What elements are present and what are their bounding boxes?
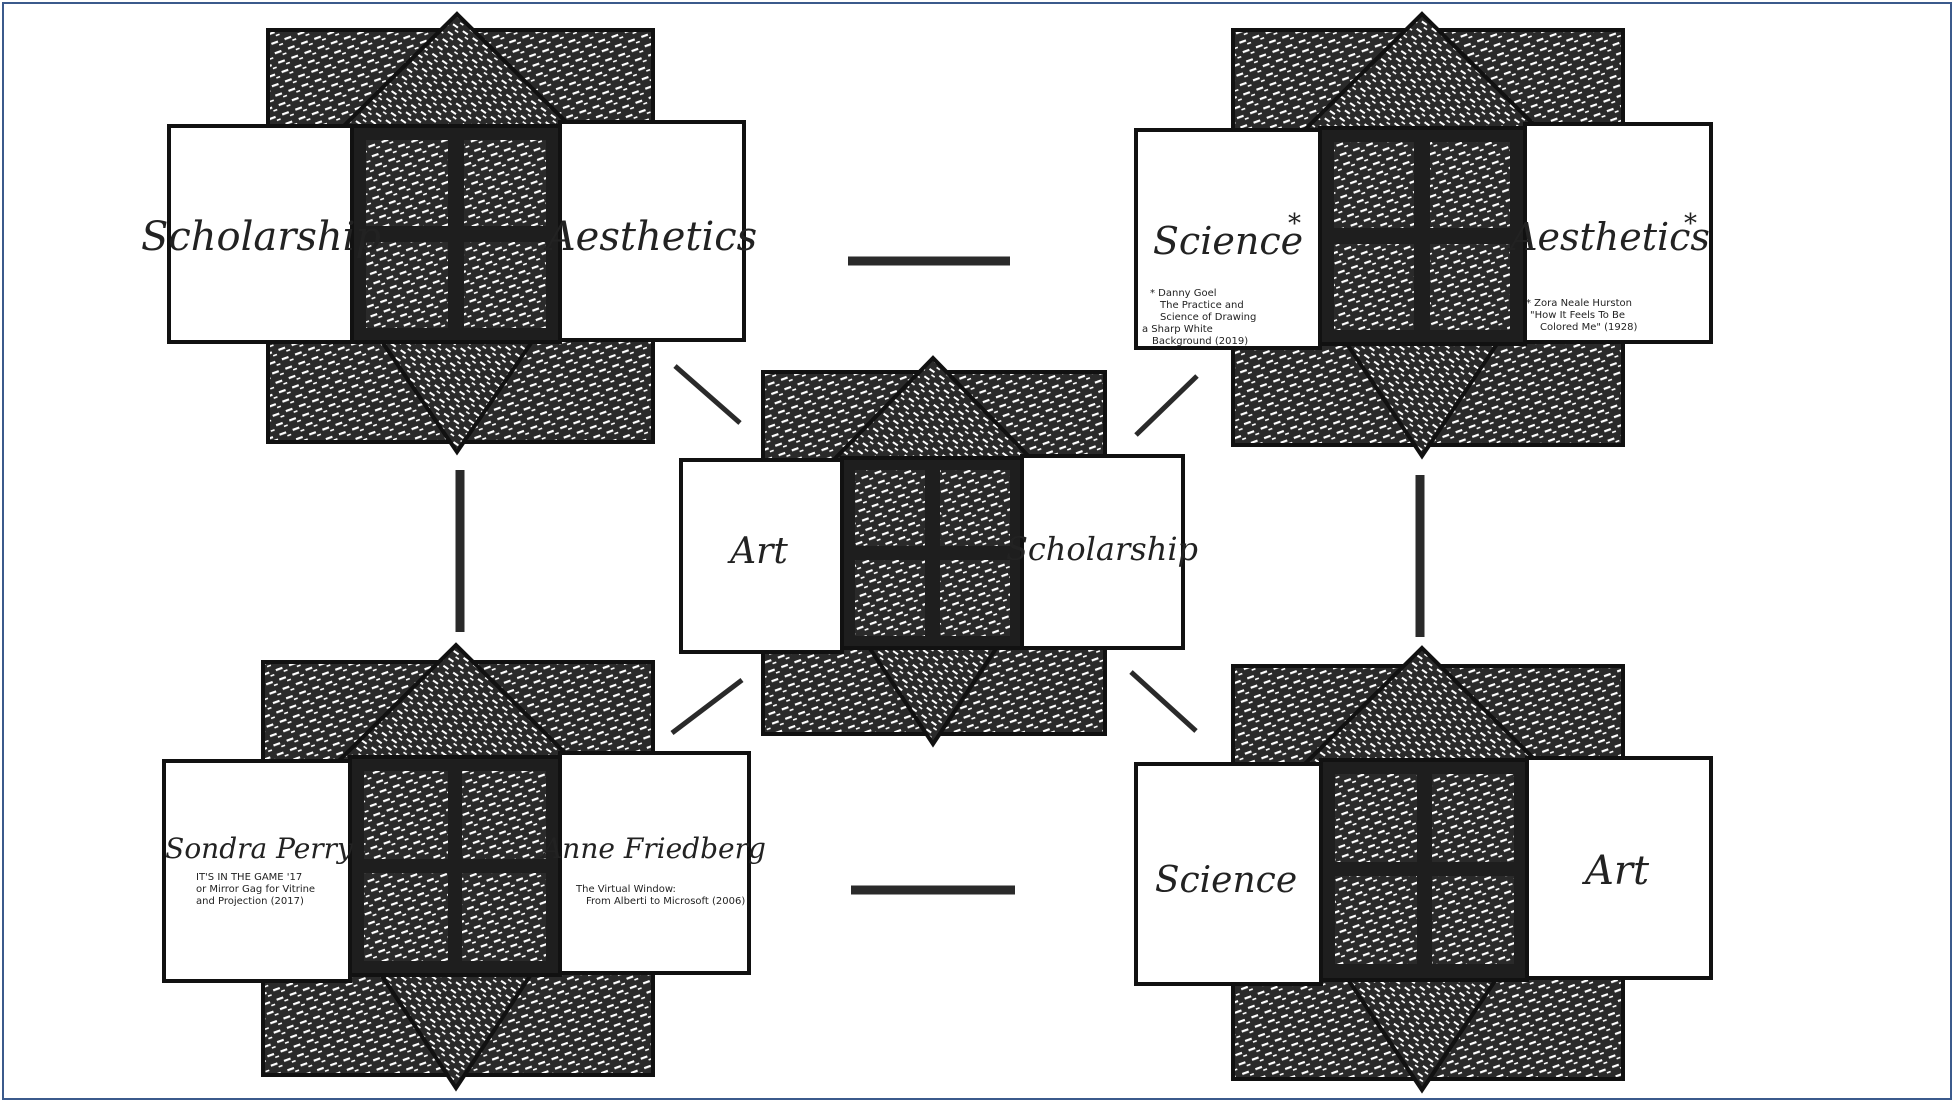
shutter-left	[1134, 128, 1322, 350]
window-center: Art Scholarship	[679, 355, 1198, 748]
shutter-left-title: Sondra Perry	[165, 832, 354, 865]
connector-diag-tr	[1134, 374, 1199, 437]
shutter-left	[162, 759, 352, 983]
window-panes	[855, 470, 1010, 636]
shutter-left-marker: *	[1288, 209, 1301, 239]
window-panes	[1334, 142, 1510, 330]
shutter-right	[558, 751, 751, 975]
shutter-right	[1020, 454, 1185, 650]
shutter-left	[679, 458, 844, 654]
note-line: "How It Feels To Be	[1530, 310, 1625, 321]
shutter-right	[558, 120, 746, 342]
shutter-right-notes: * Zora Neale Hurston "How It Feels To Be…	[1526, 298, 1637, 333]
note-line: a Sharp White	[1142, 324, 1213, 335]
shutter-right-title: Scholarship	[1006, 530, 1198, 568]
window-bottom-right: Science Art	[1134, 645, 1713, 1094]
note-line: Colored Me" (1928)	[1540, 322, 1637, 333]
shutter-left-title: Art	[727, 531, 788, 572]
shutter-right-marker: *	[1684, 209, 1697, 239]
note-line: The Practice and	[1159, 300, 1244, 311]
window-panes	[1335, 774, 1514, 964]
window-panes	[364, 771, 546, 961]
shutter-right	[1525, 756, 1713, 980]
shutter-right-title: Anne Friedberg	[539, 832, 766, 865]
shutter-left-title: Science	[1155, 860, 1297, 901]
connector-lines	[455, 256, 1425, 895]
shutter-left-title: Scholarship	[141, 214, 381, 260]
window-top-left: Scholarship Aesthetics	[141, 11, 757, 456]
connector-diag-bl	[670, 678, 744, 735]
note-line: or Mirror Gag for Vitrine	[196, 884, 315, 895]
note-line: and Projection (2017)	[196, 896, 304, 907]
shutter-right	[1523, 122, 1713, 344]
shutter-left-notes: IT'S IN THE GAME '17 or Mirror Gag for V…	[196, 872, 315, 907]
note-line: * Zora Neale Hurston	[1526, 298, 1632, 309]
window-panes	[366, 140, 546, 328]
note-line: IT'S IN THE GAME '17	[196, 872, 302, 883]
note-line: Background (2019)	[1152, 336, 1248, 347]
note-line: * Danny Goel	[1150, 288, 1217, 299]
note-line: From Alberti to Microsoft (2006)	[586, 896, 745, 907]
shutter-left	[1134, 762, 1323, 986]
shutter-left-title: Science	[1153, 219, 1303, 263]
shutter-left-notes: * Danny Goel The Practice and Science of…	[1142, 288, 1256, 347]
shutter-right-title: Art	[1581, 848, 1650, 894]
shutter-right-notes: The Virtual Window: From Alberti to Micr…	[575, 884, 745, 907]
connector-diag-br	[1129, 670, 1198, 733]
note-line: The Virtual Window:	[575, 884, 676, 895]
window-bottom-left: Sondra Perry IT'S IN THE GAME '17 or Mir…	[162, 642, 766, 1092]
shutter-right-title: Aesthetics	[543, 214, 757, 260]
shutter-right-title: Aesthetics	[1507, 215, 1710, 259]
connector-diag-tl	[673, 364, 742, 425]
window-top-right: Science * * Danny Goel The Practice and …	[1134, 11, 1713, 460]
shutter-left	[167, 124, 354, 344]
note-line: Science of Drawing	[1160, 312, 1256, 323]
